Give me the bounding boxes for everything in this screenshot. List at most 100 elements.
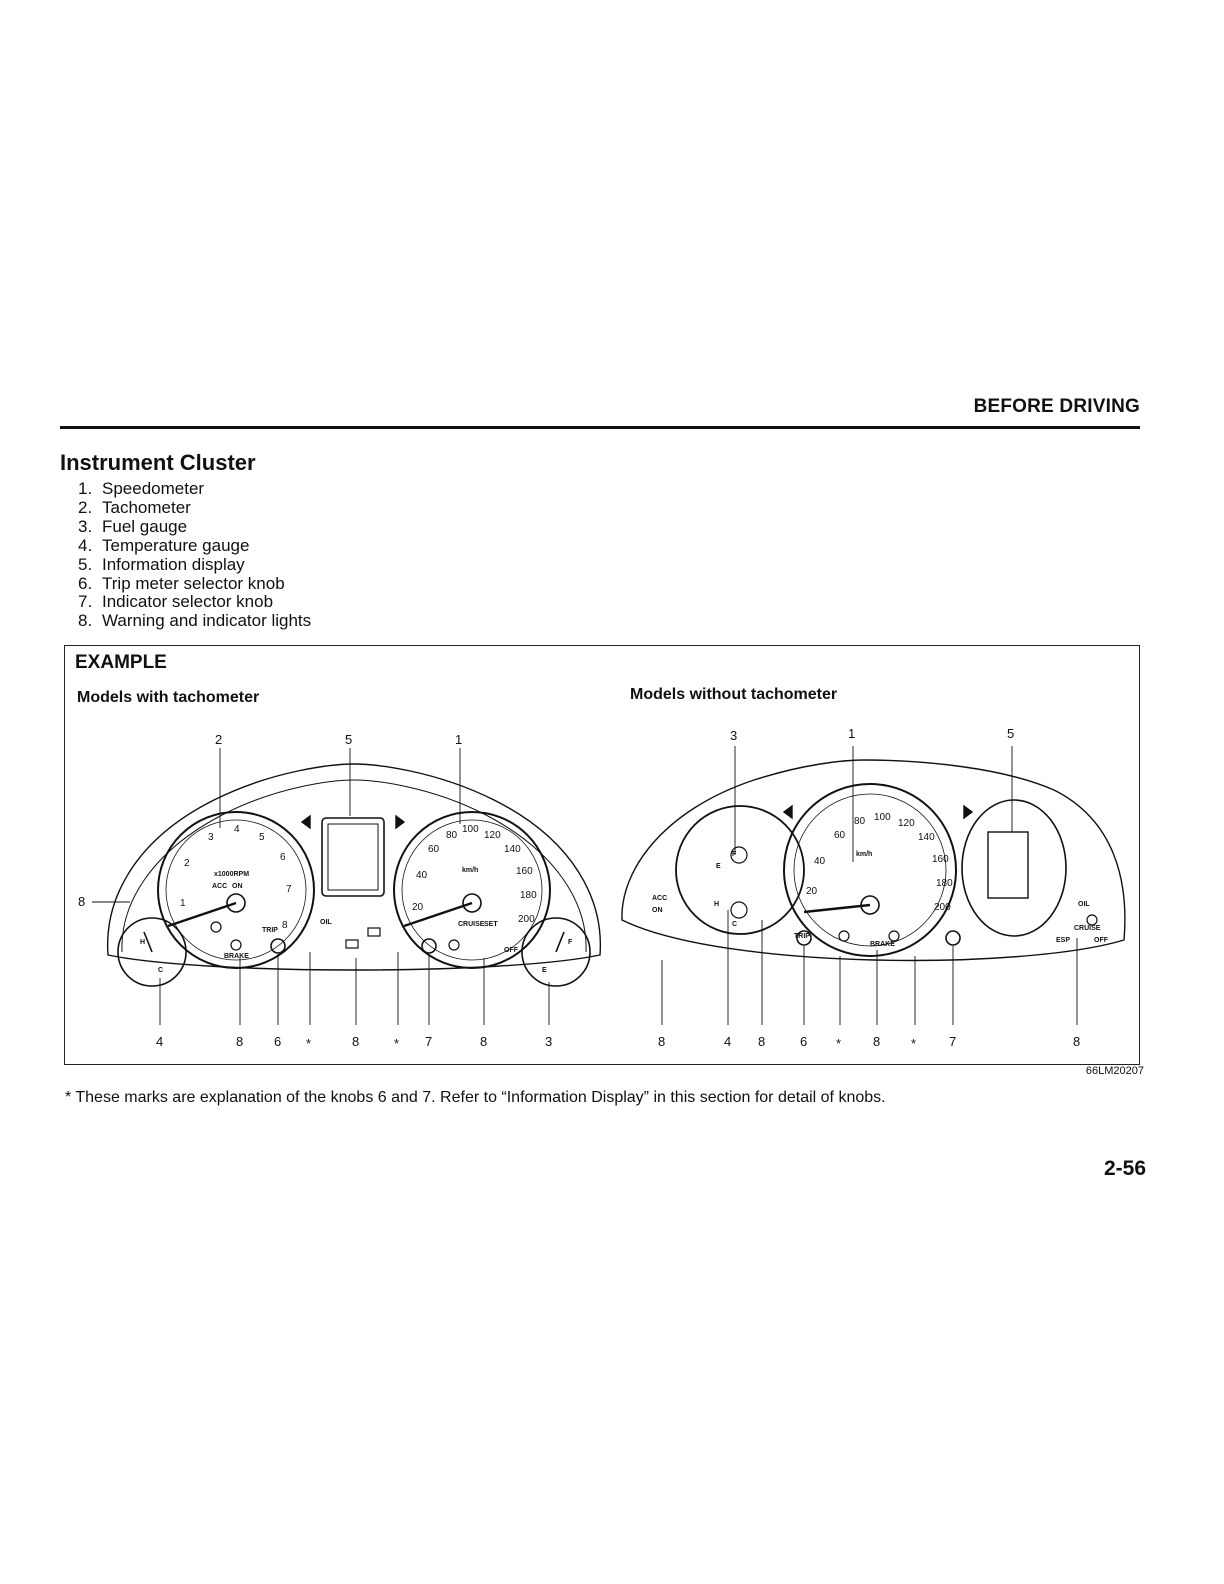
- speedometer-dial: [393, 811, 551, 969]
- acc-label: ACC: [212, 883, 227, 890]
- right-cluster-drawing: [621, 746, 1126, 1025]
- oil-label: OIL: [1078, 901, 1090, 908]
- header-rule: [60, 426, 1140, 429]
- figure-code: 66LM20207: [1085, 1065, 1144, 1077]
- callout-label: 8: [78, 894, 85, 909]
- trip-label: TRIP: [794, 933, 810, 940]
- callout-label: 6: [274, 1034, 281, 1049]
- temp-h-label: H: [140, 939, 145, 946]
- callout-label: 3: [545, 1034, 552, 1049]
- legend-number: 3.: [78, 516, 93, 536]
- legend-label: Trip meter selector knob: [102, 573, 285, 593]
- temp-c-label: C: [732, 921, 737, 928]
- right-right-arrow-icon: [963, 804, 974, 820]
- legend-list: 1.Speedometer 2.Tachometer 3.Fuel gauge …: [78, 479, 312, 631]
- tach-label: 2: [184, 858, 190, 869]
- tach-label: 1: [180, 898, 186, 909]
- speedo-label: 140: [918, 832, 935, 843]
- tach-label: 3: [208, 832, 214, 843]
- legend-number: 4.: [78, 535, 93, 555]
- tachometer-needle: [167, 901, 237, 928]
- right-speedometer-hub: [860, 895, 880, 915]
- callout-label: 2: [215, 732, 222, 747]
- esp-label: ESP: [1056, 937, 1070, 944]
- legend-number: 7.: [78, 592, 93, 612]
- speed-unit: km/h: [462, 867, 478, 874]
- callout-label: *: [836, 1036, 841, 1051]
- callout-label: *: [306, 1036, 311, 1051]
- legend-item: 1. Speedometer: [78, 479, 311, 499]
- callout-label: *: [911, 1036, 916, 1051]
- tachometer-inner: [165, 819, 307, 961]
- speedo-label: 200: [518, 914, 535, 925]
- fuel-e-label: E: [542, 967, 547, 974]
- callout-label: 7: [949, 1034, 956, 1049]
- right-info-display-housing: [961, 799, 1067, 937]
- section-title: BEFORE DRIVING: [973, 396, 1140, 417]
- tach-label: 5: [259, 832, 265, 843]
- left-arrow-icon: [300, 814, 311, 830]
- tach-label: 6: [280, 852, 286, 863]
- right-info-display: [987, 831, 1029, 899]
- tach-label: 4: [234, 824, 240, 835]
- brake-label: BRAKE: [870, 941, 895, 948]
- callout-label: 8: [873, 1034, 880, 1049]
- left-cluster-drawing: [92, 748, 602, 1025]
- callout-label: 1: [848, 726, 855, 741]
- speedo-label: 20: [412, 902, 424, 913]
- example-box: [64, 645, 1140, 1065]
- speedo-label: 60: [834, 830, 846, 841]
- tachometer-hub: [226, 893, 246, 913]
- callout-label: 8: [1073, 1034, 1080, 1049]
- speedo-label: 140: [504, 844, 521, 855]
- legend-number: 2.: [78, 497, 93, 517]
- legend-number: 1.: [78, 479, 93, 498]
- oil-label: OIL: [320, 919, 332, 926]
- abs-warning-icon: [210, 921, 222, 933]
- page-number: 2-56: [1103, 1157, 1146, 1180]
- callout-label: 1: [455, 732, 462, 747]
- brake-warning-icon: [230, 939, 242, 951]
- speedometer-needle: [403, 901, 473, 928]
- page-title: Instrument Cluster: [60, 450, 256, 475]
- battery-warning-icon: [345, 939, 359, 949]
- headlight-icon: [367, 927, 381, 937]
- legend-item: 3.Fuel gauge: [78, 516, 311, 537]
- legend-item: 8. Warning and indicator lights: [78, 611, 312, 631]
- acc-label: ACC: [652, 895, 667, 902]
- right-left-arrow-icon: [782, 804, 793, 820]
- callout-label: 4: [156, 1034, 163, 1049]
- right-cluster-housing: [621, 759, 1126, 962]
- temp-c-label: C: [158, 967, 163, 974]
- fog-lamp-icon: [1086, 914, 1098, 926]
- airbag-warning-icon: [838, 930, 850, 942]
- right-speedometer-inner: [793, 793, 947, 947]
- legend-item: 7.Indicator selector knob: [78, 593, 311, 612]
- legend-number: 5.: [78, 554, 93, 574]
- legend-item: 5. Information display: [78, 554, 311, 575]
- callout-label: 8: [758, 1034, 765, 1049]
- callout-label: 5: [1007, 726, 1014, 741]
- legend-number: 8.: [78, 611, 93, 631]
- tachometer-dial: [157, 811, 315, 969]
- speedo-label: 60: [428, 844, 440, 855]
- callout-label: 6: [800, 1034, 807, 1049]
- engine-warning-icon: [448, 939, 460, 951]
- legend-label: Warning and indicator lights: [102, 611, 312, 631]
- speedo-label: 100: [874, 812, 891, 823]
- off-label: OFF: [1094, 937, 1109, 944]
- seatbelt-warning-icon: [888, 930, 900, 942]
- speed-unit: km/h: [856, 851, 872, 858]
- legend-label: Tachometer: [102, 497, 191, 517]
- on-label: ON: [652, 907, 663, 914]
- legend-item: 6.Trip meter selector knob: [78, 573, 311, 594]
- right-speedometer-needle: [803, 903, 871, 914]
- legend-label: Information display: [102, 554, 245, 574]
- legend-label: Speedometer: [102, 479, 205, 498]
- left-indicator-knob: [421, 938, 437, 954]
- set-label: SET: [484, 921, 498, 928]
- on-label: ON: [232, 883, 243, 890]
- legend-item: 4.Temperature gauge: [78, 535, 311, 556]
- left-cluster-inner-rim: [121, 779, 587, 953]
- speedo-label: 40: [416, 870, 428, 881]
